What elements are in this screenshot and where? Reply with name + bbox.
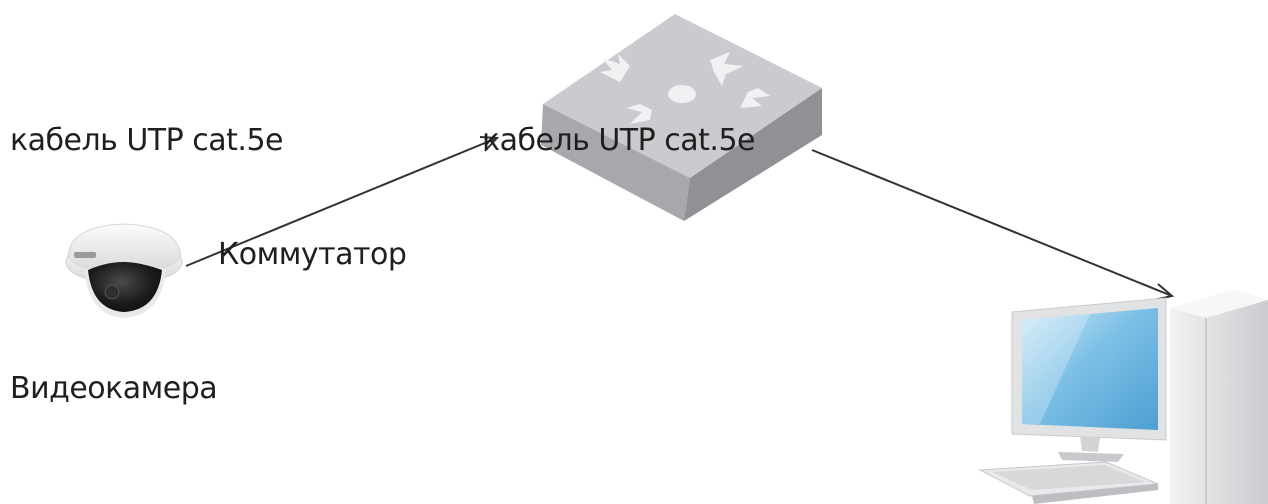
desktop-computer-icon xyxy=(978,290,1268,504)
connection-camera-to-switch xyxy=(185,136,500,267)
dome-camera-icon xyxy=(65,223,183,318)
cable-label-left: кабель UTP cat.5e xyxy=(10,123,283,158)
switch-label: Коммутатор xyxy=(218,237,407,272)
cable-label-middle: кабель UTP cat.5e xyxy=(482,123,755,158)
network-switch-icon xyxy=(541,14,822,221)
camera-label: Видеокамера xyxy=(10,371,218,406)
connection-switch-to-computer xyxy=(811,149,1175,301)
